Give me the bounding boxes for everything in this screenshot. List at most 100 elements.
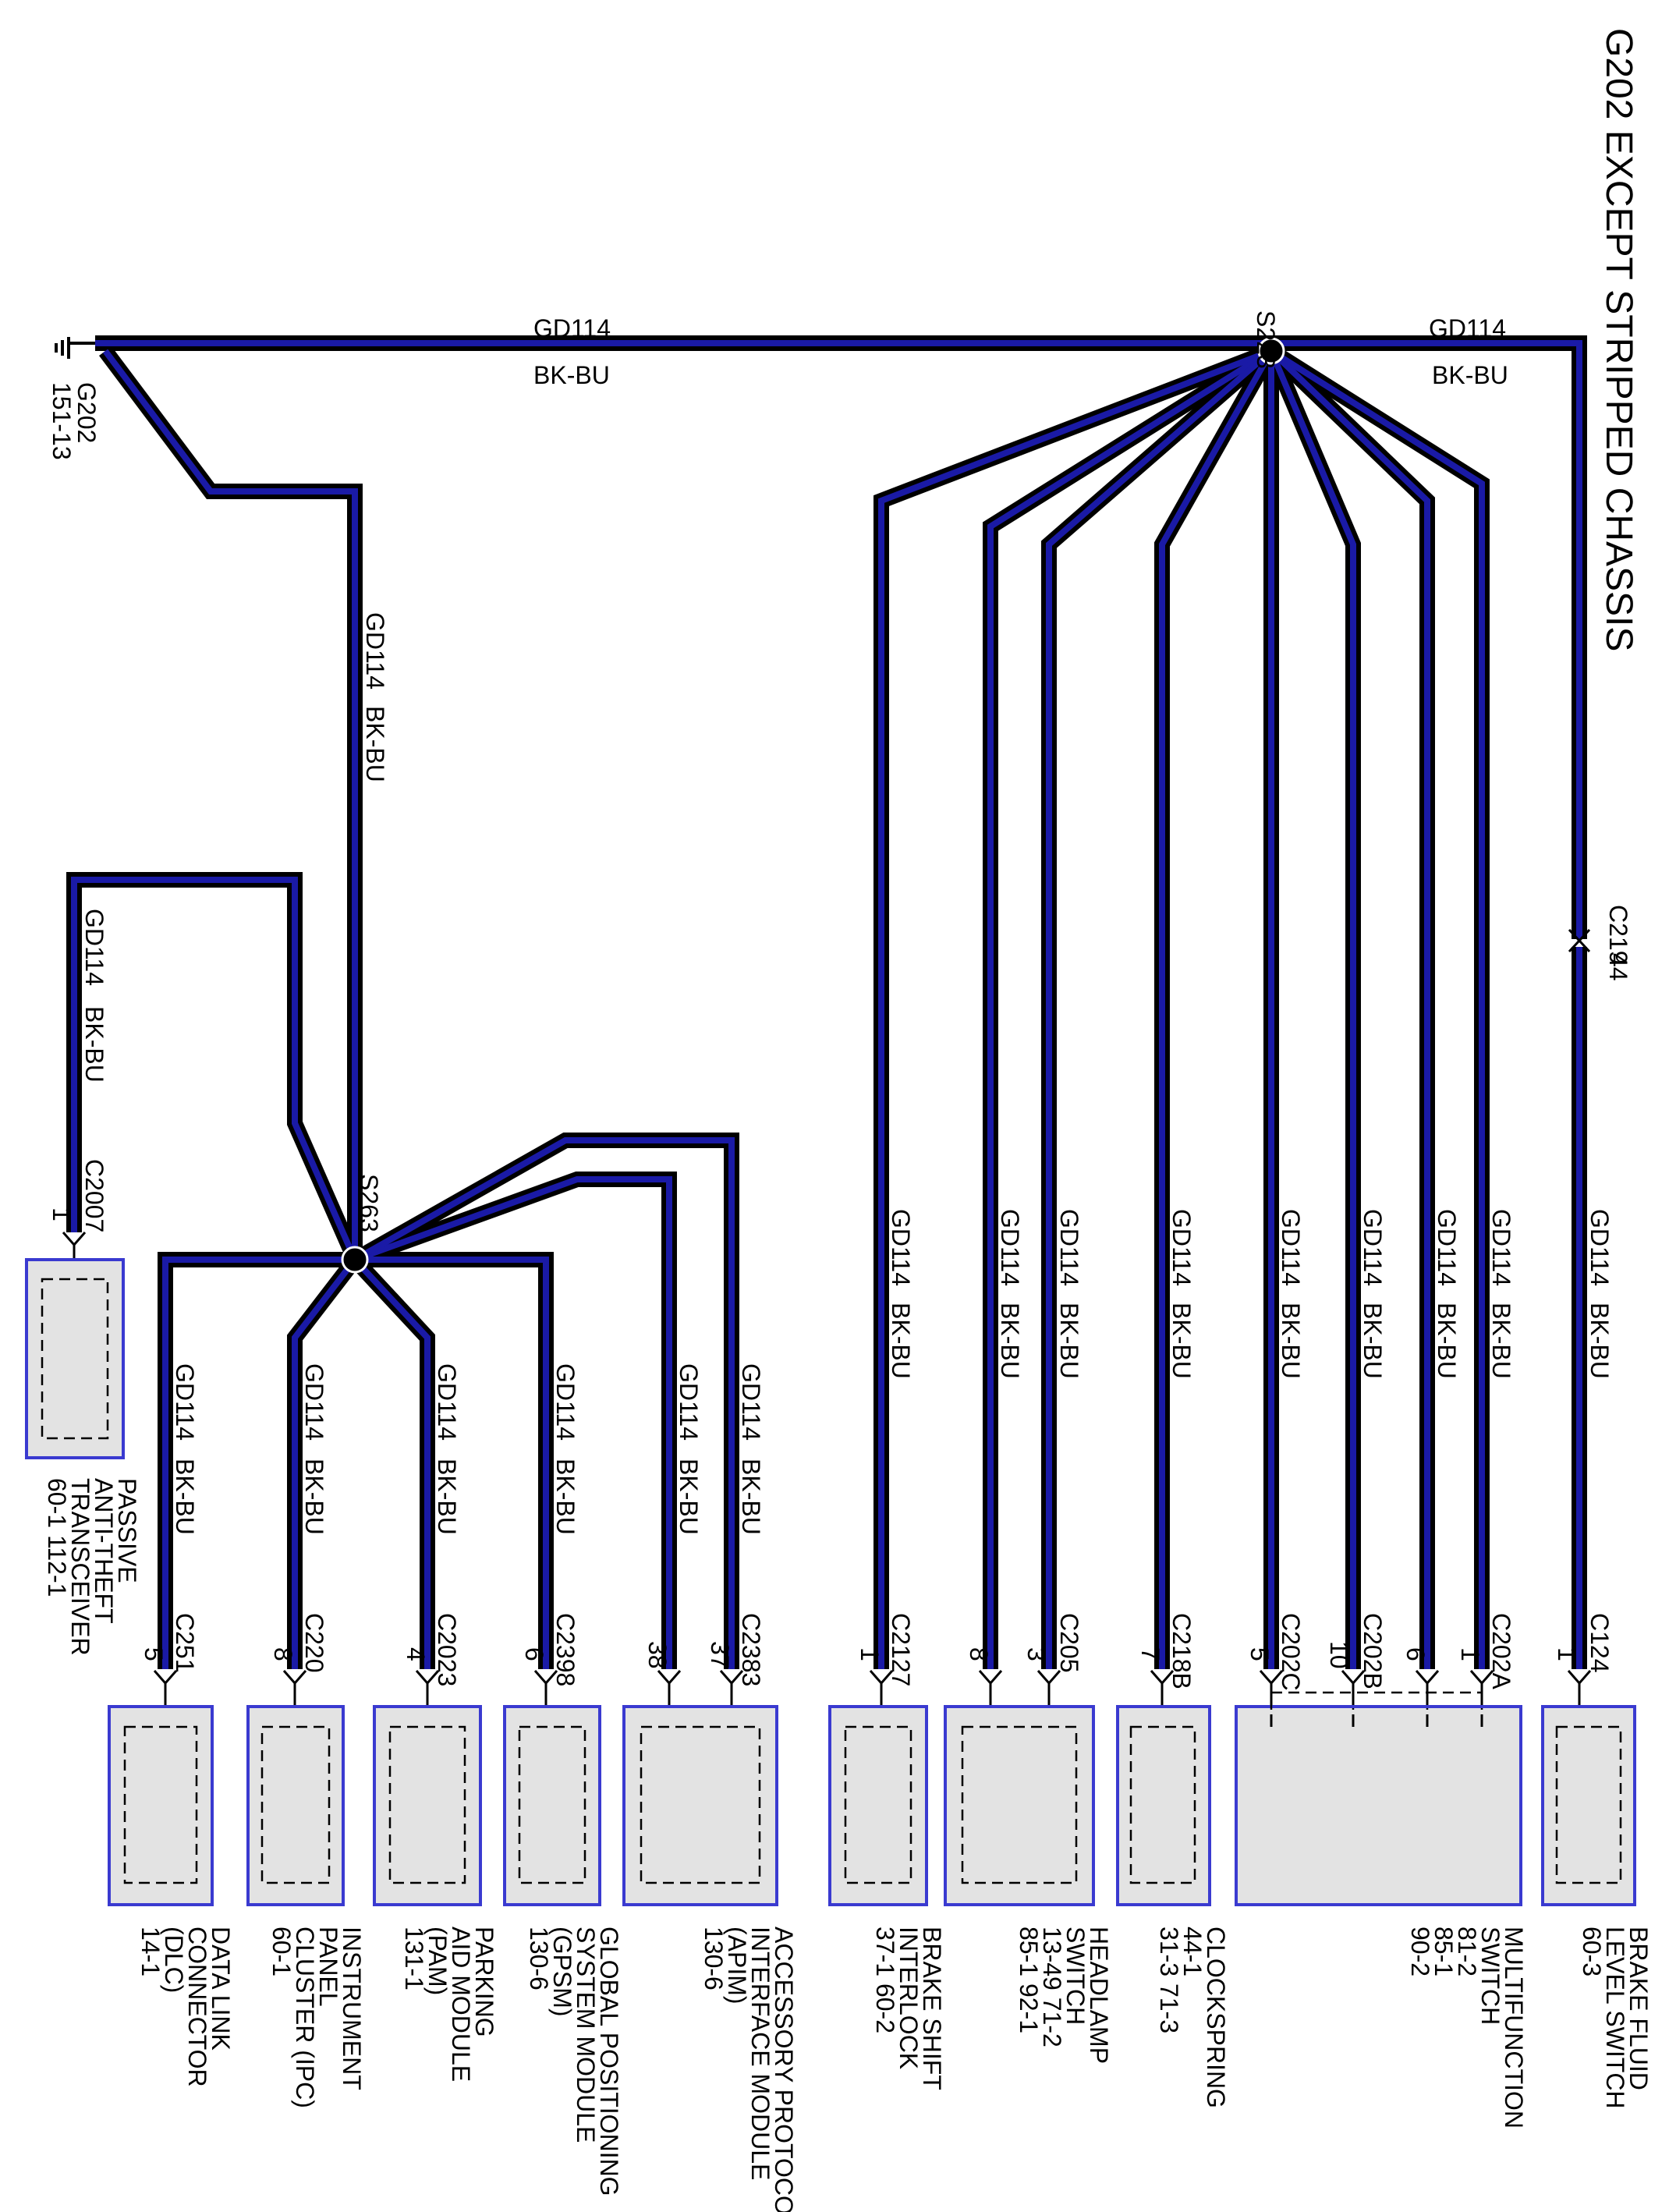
splice-label-s223: S223 [1252,310,1280,369]
wire-circuit-label: GD114 [1277,1209,1305,1286]
component-brake-shift-interlock [828,1705,928,1906]
wire-circuit-label: GD114 [361,612,389,689]
pin-number: 38 [643,1641,671,1669]
pin-number: 37 [706,1641,734,1669]
splice-label-s263: S263 [355,1174,383,1232]
wire-circuit-label: GD114 [887,1209,915,1286]
pin-number: 6 [1401,1647,1430,1661]
svg-text:BRAKE SHIFTINTERLOCK37-1 60-: BRAKE SHIFTINTERLOCK37-1 60-2 [871,1927,946,2090]
wire-color-label: BK-BU [996,1303,1024,1379]
wire-circuit-label: GD114 [300,1363,328,1441]
component-ipc [246,1705,345,1906]
connector-id: C202C [1277,1613,1305,1691]
wire-color-label: BK-BU [171,1459,199,1535]
pin-number: 8 [269,1647,297,1661]
connector-id: C124 [1586,1613,1614,1673]
diagram-title: G202 EXCEPT STRIPPED CHASSIS [1598,28,1639,651]
inline-connector-c219 [1568,928,1591,953]
wire-harness-core [71,340,1582,1669]
component-label-ipc: INSTRUMENTPANELCLUSTER (IPC)60-1 [268,1927,366,2108]
component-label-passive-anti-theft-transceiver: PASSIVEANTI-THEFTTRANSCEIVER60-1 112-1 [43,1478,141,1656]
wire-circuit-label: GD114 [80,909,108,986]
connector-id: C2127 [887,1613,915,1686]
wire-color-label: BK-BU [1433,1303,1461,1379]
wire-color-label: BK-BU [80,1006,108,1083]
connector-id: C205 [1055,1613,1083,1673]
connector-id: C218B [1168,1613,1196,1689]
component-label-gpsm: GLOBAL POSITIONINGSYSTEM MODULE(GPSM)130… [525,1927,623,2196]
wire-color-label: BK-BU [1487,1303,1515,1379]
component-brake-fluid-level-switch [1541,1705,1636,1906]
component-label-multifunction-switch: MULTIFUNCTIONSWITCH81-285-190-2 [1406,1927,1528,2129]
wire-color-label: BK-BU [551,1459,579,1535]
wire-color-label: BK-BU [300,1459,328,1535]
wire-circuit-label: GD114 [1055,1209,1083,1286]
connector-id: C202A [1487,1613,1515,1690]
component-headlamp-switch [944,1705,1095,1906]
component-multifunction-switch [1235,1691,1522,1906]
component-pam [373,1705,482,1906]
pin-number: 1 [48,1207,76,1221]
component-gpsm [503,1705,601,1906]
connector-id: C2007 [80,1159,108,1232]
splice-s223 [1257,337,1285,365]
wire-circuit-label: GD114 [675,1363,703,1441]
wire-color-label: BK-BU [1432,361,1508,389]
svg-text:PASSIVEANTI-THEFTTRANSCEIVER60: PASSIVEANTI-THEFTTRANSCEIVER60-1 112-1 [43,1478,141,1656]
pin-number: 7 [1136,1647,1164,1661]
ground-ref: 151-13 [48,382,76,460]
wire-circuit-label: GD114 [1429,314,1506,342]
svg-text:HEADLAMPSWITCH13-49 71-285-1: HEADLAMPSWITCH13-49 71-285-1 92-1 [1015,1927,1113,2064]
wire-color-label: BK-BU [1586,1303,1614,1379]
pin-number: 4 [402,1647,430,1661]
wire-color-label: BK-BU [1168,1303,1196,1379]
component-label-brake-shift-interlock: BRAKE SHIFTINTERLOCK37-1 60-2 [871,1927,946,2090]
svg-text:INSTRUMENTPANELCLUSTER (IPC)60: INSTRUMENTPANELCLUSTER (IPC)60-1 [268,1927,366,2108]
component-label-headlamp-switch: HEADLAMPSWITCH13-49 71-285-1 92-1 [1015,1927,1113,2064]
wire-circuit-label: GD114 [171,1363,199,1441]
wire-color-label: BK-BU [675,1459,703,1535]
pin-number: 3 [1022,1647,1051,1661]
pin-number: 1 [1553,1647,1581,1661]
wire-circuit-label: GD114 [533,314,611,342]
wire-color-label: BK-BU [737,1459,765,1535]
component-apim [622,1705,778,1906]
wire-color-label: BK-BU [433,1459,461,1535]
pin-number: 1 [1456,1647,1484,1661]
pin-number: 8 [965,1647,993,1661]
wire-circuit-label: GD114 [996,1209,1024,1286]
svg-text:CLOCKSPRING44-131-3 71-3: CLOCKSPRING44-131-3 71-3 [1155,1927,1230,2108]
component-label-clockspring: CLOCKSPRING44-131-3 71-3 [1155,1927,1230,2108]
connector-id: C220 [300,1613,328,1673]
ground-id: G202 [73,382,101,443]
connector-id: C251 [171,1613,199,1673]
wire-color-label: BK-BU [533,361,610,389]
wire-circuit-label: GD114 [1487,1209,1515,1286]
svg-text:GLOBAL POSITIONINGSYSTEM MODUL: GLOBAL POSITIONINGSYSTEM MODULE(GPSM)130… [525,1927,623,2196]
svg-text:PARKINGAID MODULE(PAM)131-1: PARKINGAID MODULE(PAM)131-1 [400,1927,498,2082]
connector-id: C202B [1359,1613,1387,1689]
component-label-brake-fluid-level-switch: BRAKE FLUIDLEVEL SWITCH60-3 [1578,1927,1653,2109]
wire-circuit-label: GD114 [1433,1209,1461,1286]
inline-connector-id: C219 [1604,905,1632,965]
wire-circuit-label: GD114 [1586,1209,1614,1286]
wire-circuit-label: GD114 [737,1363,765,1441]
wire-color-label: BK-BU [887,1303,915,1379]
wire-circuit-label: GD114 [433,1363,461,1441]
component-label-apim: ACCESSORY PROTOCOLINTERFACE MODULE(APIM)… [700,1927,798,2212]
wire-circuit-label: GD114 [551,1363,579,1441]
wire-color-label: BK-BU [1055,1303,1083,1379]
ground-icon [55,337,95,359]
pin-number: 10 [1325,1641,1353,1669]
svg-text:DATA LINKCONNECTOR(DLC)14-1: DATA LINKCONNECTOR(DLC)14-1 [136,1927,235,2087]
wire-color-label: BK-BU [361,706,389,782]
pin-stubs [1270,1714,1483,1727]
pin-number: 5 [140,1647,168,1661]
component-label-pam: PARKINGAID MODULE(PAM)131-1 [400,1927,498,2082]
pin-number: 1 [856,1647,884,1661]
splice-s263 [341,1246,369,1274]
wire-circuit-label: GD114 [1359,1209,1387,1286]
component-label-dlc: DATA LINKCONNECTOR(DLC)14-1 [136,1927,235,2087]
connector-id: C2383 [737,1613,765,1686]
pin-number: 5 [1246,1647,1274,1661]
